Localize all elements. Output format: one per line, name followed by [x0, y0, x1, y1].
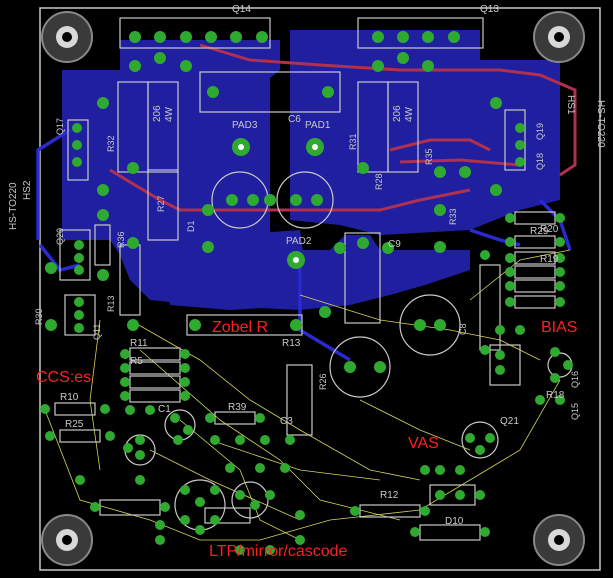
annotation-bias: BIAS — [541, 319, 577, 336]
label-pad2: PAD2 — [286, 236, 312, 247]
label-pad1: PAD1 — [305, 120, 331, 131]
copper-pour-right — [290, 30, 560, 235]
label-r35: R35 — [424, 148, 434, 165]
label-r13: R13 — [282, 338, 301, 349]
label-q16: Q16 — [570, 371, 580, 388]
label-r18: R18 — [546, 390, 565, 401]
label-q18: Q18 — [535, 153, 545, 170]
label-c6: C6 — [288, 114, 301, 125]
label-r33: R33 — [448, 208, 458, 225]
label-r32: R32 — [106, 135, 116, 152]
res-value-2: 206 — [392, 105, 403, 122]
mounting-hole-bottom-left — [41, 514, 93, 566]
label-c1: C1 — [158, 404, 171, 415]
annotation-ltp: LTP/mirror/cascode — [209, 543, 348, 560]
label-r28: R28 — [374, 173, 384, 190]
annotation-zobel: Zobel R — [212, 319, 268, 336]
label-c3: C3 — [280, 416, 293, 427]
label-r39: R39 — [228, 402, 247, 413]
annotations: Zobel R BIAS CCS:es VAS LTP/mirror/casco… — [36, 319, 577, 560]
label-q19: Q19 — [535, 123, 545, 140]
copper-pour-lower — [160, 230, 310, 310]
label-r10: R10 — [60, 392, 79, 403]
label-pad3: PAD3 — [232, 120, 258, 131]
label-r5: R5 — [130, 356, 143, 367]
label-c9: C9 — [388, 239, 401, 250]
res-power-1: 4W — [164, 106, 175, 122]
label-r20: R20 — [540, 224, 559, 235]
annotation-ccs: CCS:es — [36, 369, 91, 386]
label-r15: R13 — [106, 295, 116, 312]
silkscreen-labels: Q14 Q13 PAD3 PAD1 C6 PAD2 C9 R13 R11 R5 … — [8, 4, 606, 527]
label-q15: Q15 — [570, 403, 580, 420]
label-q11: Q11 — [92, 324, 102, 340]
label-q13: Q13 — [480, 4, 499, 15]
label-r30: R30 — [34, 308, 44, 325]
label-q14: Q14 — [232, 4, 251, 15]
heatsink-right-ref: HS1 — [565, 95, 576, 115]
label-r19: R19 — [540, 254, 559, 265]
label-r12: R12 — [380, 490, 399, 501]
pads — [40, 31, 573, 555]
res-power-2: 4W — [404, 106, 415, 122]
heatsink-left-part: HS-TO220 — [8, 182, 19, 230]
top-traces — [109, 43, 577, 212]
pad-holes — [238, 144, 318, 263]
mounting-hole-top-right — [533, 11, 585, 63]
label-r11: R11 — [130, 338, 148, 349]
board-outline — [39, 7, 601, 571]
label-r36: R36 — [116, 231, 126, 248]
heatsink-right-part: HS-TO220 — [595, 100, 606, 148]
label-q21: Q21 — [500, 416, 519, 427]
label-q17: Q17 — [55, 118, 65, 135]
label-d10: D10 — [445, 516, 464, 527]
label-c8: C8 — [458, 323, 468, 335]
annotation-vas: VAS — [408, 435, 439, 452]
res-value-1: 206 — [152, 105, 163, 122]
label-r29: R29 — [530, 226, 549, 237]
label-d1: D1 — [186, 220, 196, 232]
heatsink-left-ref: HS2 — [22, 180, 33, 200]
mounting-hole-bottom-right — [533, 514, 585, 566]
label-r25: R25 — [65, 419, 84, 430]
label-r27: R27 — [156, 195, 166, 212]
mounting-hole-top-left — [41, 11, 93, 63]
label-q20: Q20 — [55, 228, 65, 245]
mounting-holes — [41, 11, 585, 566]
label-r31: R31 — [348, 133, 358, 150]
label-r26: R26 — [318, 373, 328, 390]
